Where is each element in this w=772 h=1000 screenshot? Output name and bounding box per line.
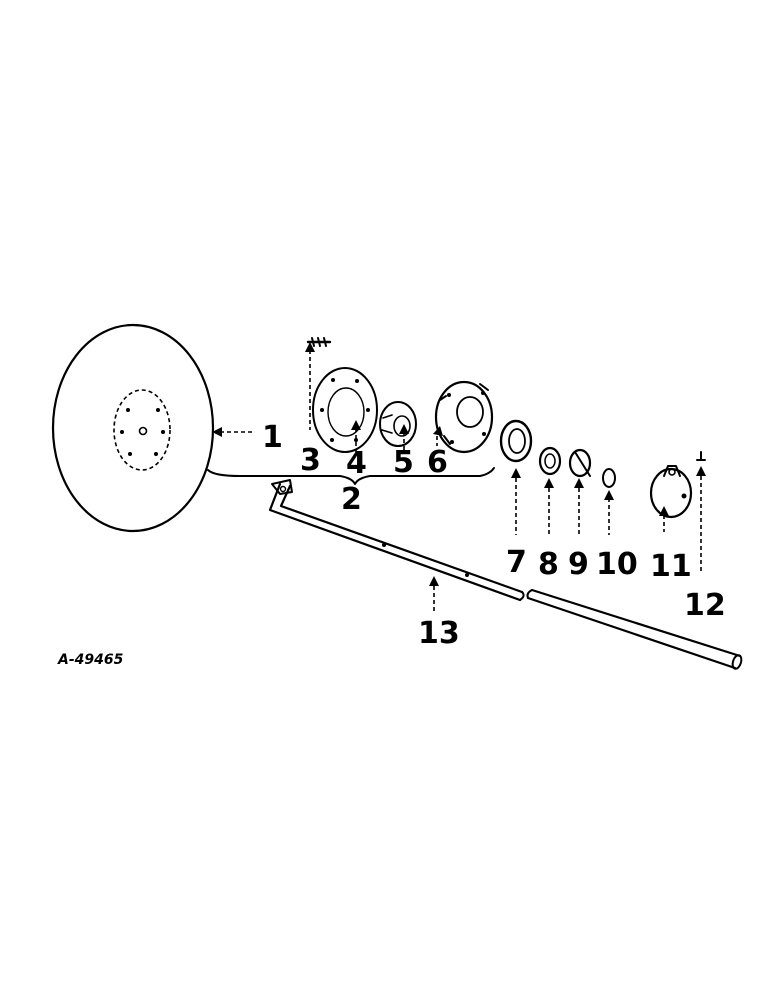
axle-shaft-part xyxy=(268,479,743,670)
callout-5: 5 xyxy=(393,445,414,480)
ring-part xyxy=(602,468,616,535)
callout-7: 7 xyxy=(506,545,527,580)
figure-id: A-49465 xyxy=(57,652,124,668)
callout-8: 8 xyxy=(538,547,559,582)
small-fitting-part xyxy=(696,451,706,572)
bearing-plate-part xyxy=(312,367,378,453)
callout-2: 2 xyxy=(341,482,362,517)
bearing-assembly-bracket xyxy=(207,467,495,485)
disc-part xyxy=(51,323,215,533)
callout-1: 1 xyxy=(262,420,283,455)
callout-3: 3 xyxy=(300,443,321,478)
callout-13: 13 xyxy=(418,616,460,651)
washer-part xyxy=(538,446,562,535)
callout-12: 12 xyxy=(684,588,726,623)
callout-6: 6 xyxy=(427,445,448,480)
bearing-insert-part xyxy=(379,401,417,452)
callout-9: 9 xyxy=(568,547,589,582)
callout-4: 4 xyxy=(346,446,367,481)
grease-fitting-part xyxy=(305,337,332,430)
spring-washer-part xyxy=(568,448,592,535)
seal-part xyxy=(499,419,533,535)
callout-11: 11 xyxy=(650,549,692,584)
callout-arrow-1 xyxy=(212,427,252,437)
bearing-housing-part xyxy=(433,380,494,454)
callout-10: 10 xyxy=(596,547,638,582)
hub-cap-part xyxy=(649,465,693,532)
